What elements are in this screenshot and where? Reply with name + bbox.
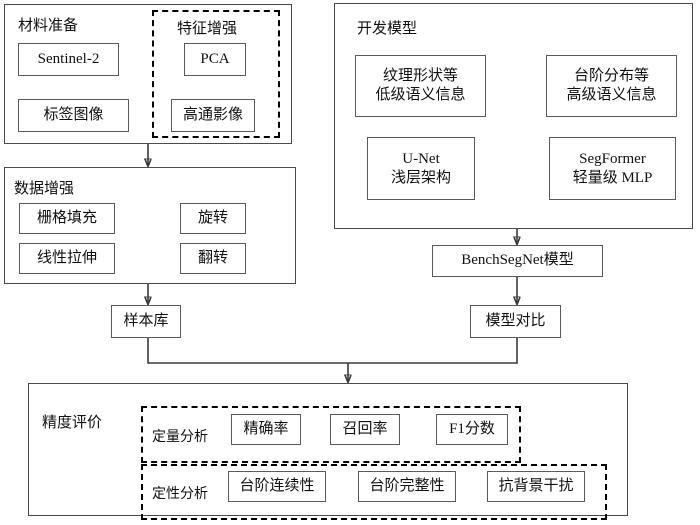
node-rotate[interactable]: 旋转 [180, 203, 246, 234]
metric-precision[interactable]: 精确率 [231, 414, 301, 445]
node-high-level-semantics-line1: 台阶分布等 [573, 68, 649, 85]
node-segformer-line1: SegFormer [579, 150, 646, 167]
node-low-level-semantics[interactable]: 纹理形状等 低级语义信息 [355, 55, 486, 117]
node-low-level-semantics-line1: 纹理形状等 [382, 68, 458, 85]
node-low-level-semantics-line2: 低级语义信息 [375, 87, 466, 103]
node-unet-line1: U-Net [402, 150, 440, 167]
metric-step-continuity[interactable]: 台阶连续性 [228, 471, 326, 502]
node-high-level-semantics[interactable]: 台阶分布等 高级语义信息 [546, 55, 677, 117]
label-quantitative-analysis: 定量分析 [152, 430, 208, 445]
panel-accuracy-evaluation-title: 精度评价 [42, 415, 103, 431]
link-merge-to-accuracy [147, 338, 518, 364]
metric-recall[interactable]: 召回率 [330, 414, 400, 445]
node-pca[interactable]: PCA [184, 43, 246, 76]
group-quantitative-analysis [141, 406, 521, 463]
node-sample-library[interactable]: 样本库 [111, 305, 181, 338]
node-sentinel-2[interactable]: Sentinel-2 [18, 43, 119, 76]
node-linear-stretch[interactable]: 线性拉伸 [19, 243, 115, 274]
node-benchsegnet-model[interactable]: BenchSegNet模型 [432, 245, 603, 277]
panel-model-development-title: 开发模型 [357, 21, 418, 37]
node-flip[interactable]: 翻转 [180, 243, 246, 274]
node-grid-fill[interactable]: 栅格填充 [19, 203, 115, 234]
node-unet[interactable]: U-Net 浅层架构 [367, 137, 475, 200]
node-segformer-line2: 轻量级 MLP [572, 169, 653, 186]
node-highpass-image[interactable]: 高通影像 [171, 99, 255, 132]
panel-data-augmentation-title: 数据增强 [14, 181, 75, 197]
group-qualitative-analysis [141, 464, 607, 520]
panel-material-preparation-title: 材料准备 [18, 18, 79, 34]
node-model-comparison[interactable]: 模型对比 [470, 305, 561, 338]
panel-feature-enhancement [152, 10, 280, 138]
label-qualitative-analysis: 定性分析 [152, 487, 208, 502]
node-label-image[interactable]: 标签图像 [18, 99, 129, 132]
node-unet-line2: 浅层架构 [390, 169, 451, 186]
metric-f1-score[interactable]: F1分数 [436, 414, 508, 445]
panel-feature-enhancement-title: 特征增强 [177, 21, 238, 37]
metric-background-interference-resistance[interactable]: 抗背景干扰 [487, 471, 585, 502]
metric-step-integrity[interactable]: 台阶完整性 [358, 471, 456, 502]
node-segformer[interactable]: SegFormer 轻量级 MLP [549, 137, 676, 200]
node-high-level-semantics-line2: 高级语义信息 [566, 87, 657, 103]
